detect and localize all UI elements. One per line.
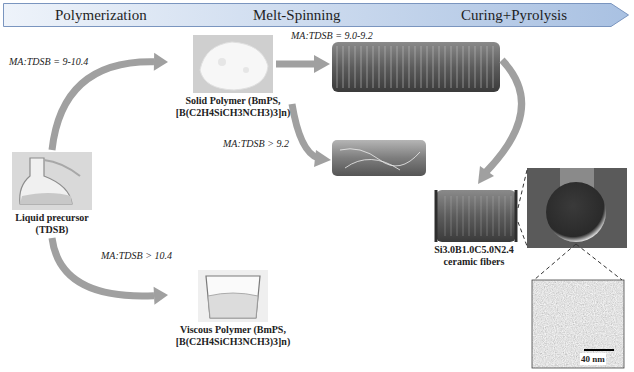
powder-photo <box>193 35 273 93</box>
stage-label: Curing+Pyrolysis <box>461 3 567 27</box>
tem-image <box>532 280 624 368</box>
spool-edge <box>515 190 518 242</box>
powder-heap <box>200 42 268 90</box>
photo-caption: Solid Polymer (BmPS, [B(C2H4SiCH3NCH3)3]… <box>168 95 298 119</box>
process-arrowhead <box>314 55 330 73</box>
beaker-liquid <box>208 293 258 318</box>
process-arrow-shaft <box>292 104 318 158</box>
banner-arrow <box>4 4 629 27</box>
flask-photo <box>12 152 92 210</box>
spool-body <box>332 140 426 176</box>
photo-caption: Viscous Polymer (BmPS, [B(C2H4SiCH3NCH3)… <box>168 324 298 348</box>
photo-caption: Si3.0B1.0C5.0N2.4 ceramic fibers <box>418 244 530 268</box>
spool-windings <box>336 46 496 88</box>
zoom-line <box>518 170 527 208</box>
connector-arrowhead <box>154 53 168 71</box>
flask-liquid <box>20 193 72 204</box>
photo-ground <box>12 152 92 210</box>
powder-grain <box>218 58 226 66</box>
photo-ground <box>198 270 268 322</box>
ratio-label: MA:TDSB > 9.2 <box>222 138 290 150</box>
spool-photo <box>332 42 500 92</box>
zoom-line <box>518 222 527 246</box>
scale-bar <box>584 349 614 351</box>
stage-label: Melt-Spinning <box>253 3 341 27</box>
process-arrow-shaft <box>276 61 316 68</box>
connector-shaft <box>52 62 154 150</box>
tem-texture <box>532 280 624 368</box>
stage-banner: Polymerization Melt-Spinning Curing+Pyroly… <box>3 3 629 27</box>
process-connector <box>52 238 168 305</box>
process-arrow-shaft <box>486 60 522 172</box>
photo-node: Si3.0B1.0C5.0N2.4 ceramic fibers <box>418 186 530 270</box>
beaker-glass <box>206 276 260 318</box>
process-arrowhead <box>314 150 331 167</box>
pour-stream <box>44 160 80 176</box>
fiber-section <box>546 182 606 242</box>
beaker-photo <box>198 270 268 322</box>
loose-fibers <box>340 149 420 170</box>
ratio-label: MA:TDSB = 9-10.4 <box>8 56 89 68</box>
sem-ground <box>527 168 627 248</box>
process-arrows <box>276 55 522 184</box>
powder-grain <box>243 67 249 73</box>
zoom-leaders <box>518 170 622 280</box>
scale-label: 40 nm <box>580 353 606 365</box>
process-arrowhead <box>478 166 494 184</box>
spool-windings <box>440 196 512 236</box>
zoom-line <box>576 244 622 280</box>
spool-edge <box>435 190 438 242</box>
tem-frame <box>532 280 624 368</box>
photo-node: Liquid precursor (TDSB) <box>4 150 100 238</box>
ratio-label: MA:TDSB > 10.4 <box>100 250 173 262</box>
connector-arrowhead <box>154 287 168 305</box>
photo-caption: Liquid precursor (TDSB) <box>4 212 100 236</box>
connector-shaft <box>52 238 154 296</box>
ceramic-spool-photo <box>436 190 516 242</box>
spool-photo <box>332 140 426 176</box>
zoom-line <box>534 244 576 280</box>
photo-ground <box>193 35 273 93</box>
spool-body <box>332 42 500 92</box>
sem-image <box>527 168 627 248</box>
stage-label: Polymerization <box>55 3 147 27</box>
photo-node: Viscous Polymer (BmPS, [B(C2H4SiCH3NCH3)… <box>168 268 298 350</box>
ratio-label: MA:TDSB = 9.0-9.2 <box>290 30 374 42</box>
spool-body <box>436 190 516 242</box>
photo-node: Solid Polymer (BmPS, [B(C2H4SiCH3NCH3)3]… <box>168 33 298 121</box>
